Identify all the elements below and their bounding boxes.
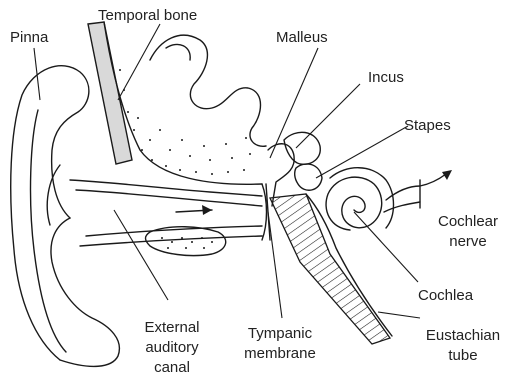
label-incus: Incus	[368, 68, 404, 88]
label-temporal-bone: Temporal bone	[98, 6, 197, 26]
skull-contour-shape	[150, 35, 266, 146]
incus-shape	[284, 132, 320, 164]
label-eustachian-tube: Eustachian tube	[414, 326, 512, 366]
leader-lines	[34, 24, 420, 318]
eustachian-tube-shape	[270, 194, 392, 344]
label-cochlea: Cochlea	[418, 286, 473, 306]
label-pinna: Pinna	[10, 28, 48, 48]
cochlea-shape	[326, 168, 420, 230]
label-cochlear-nerve: Cochlear nerve	[428, 212, 508, 252]
label-stapes: Stapes	[404, 116, 451, 136]
label-external-auditory-canal: External auditory canal	[130, 318, 214, 378]
label-malleus: Malleus	[276, 28, 328, 48]
external-auditory-canal-shape	[70, 180, 262, 246]
label-tympanic-membrane: Tympanic membrane	[232, 324, 328, 364]
tympanic-membrane-shape	[262, 184, 270, 240]
pinna-shape	[11, 66, 120, 367]
temporal-bone-shape	[88, 22, 262, 184]
signal-arrow	[420, 170, 452, 186]
